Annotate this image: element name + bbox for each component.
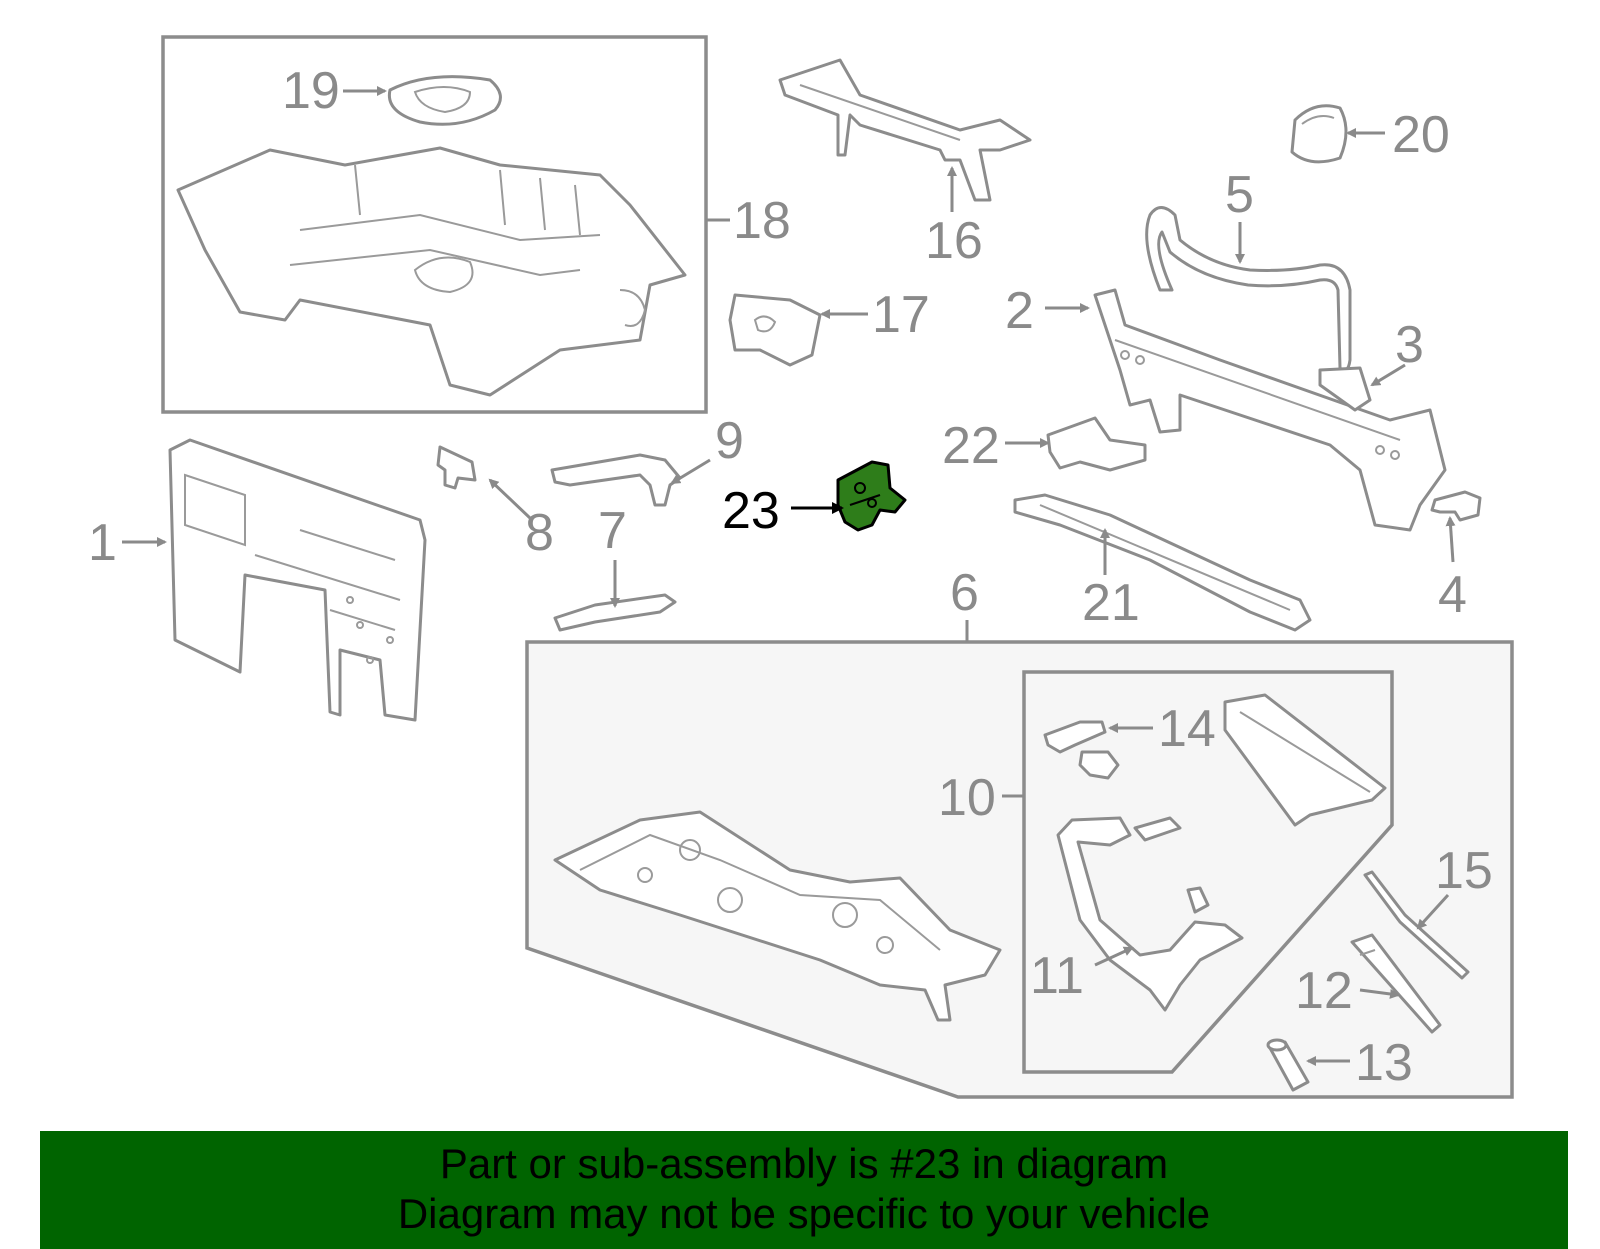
part-9-brace	[550, 453, 682, 507]
part-8-clip	[436, 445, 477, 490]
part-20-pad	[1290, 104, 1348, 164]
label-12: 12	[1295, 962, 1353, 1020]
label-3: 3	[1395, 316, 1424, 374]
part-5-harness	[1145, 206, 1352, 372]
label-16: 16	[925, 212, 983, 270]
info-banner: Part or sub-assembly is #23 in diagram D…	[40, 1131, 1568, 1249]
label-23: 23	[722, 482, 780, 540]
part-17-bracket	[728, 293, 822, 367]
label-22: 22	[942, 417, 1000, 475]
label-20: 20	[1392, 106, 1450, 164]
label-21: 21	[1082, 574, 1140, 632]
part-6-member	[553, 810, 1002, 1022]
label-14: 14	[1158, 700, 1216, 758]
part-19-cover	[387, 75, 502, 126]
label-6: 6	[950, 564, 979, 622]
part-13-bushing	[1266, 1038, 1310, 1092]
part-7-strip	[553, 593, 677, 632]
label-4: 4	[1438, 566, 1467, 624]
label-10: 10	[938, 769, 996, 827]
label-19: 19	[282, 62, 340, 120]
label-2: 2	[1005, 282, 1034, 340]
part-1-panel	[168, 438, 427, 722]
part-3-bracket	[1318, 366, 1372, 412]
label-5: 5	[1225, 166, 1254, 224]
banner-line-2: Diagram may not be specific to your vehi…	[397, 1190, 1211, 1237]
label-15: 15	[1435, 842, 1493, 900]
part-2-rear-panel	[1093, 288, 1447, 532]
leader-lines	[122, 86, 1456, 1066]
banner-line-1: Part or sub-assembly is #23 in diagram	[439, 1140, 1169, 1187]
group-box-6	[525, 640, 1514, 1099]
group-box-10	[1022, 670, 1394, 1074]
group-box-18	[161, 35, 708, 414]
part-16-crossmember	[778, 58, 1032, 202]
label-7: 7	[598, 502, 627, 560]
part-12-strut	[1350, 933, 1442, 1034]
part-23-bracket-highlighted	[836, 460, 907, 532]
label-11: 11	[1030, 947, 1084, 1005]
part-14-clips	[1043, 720, 1120, 780]
part-10-panel	[1223, 693, 1387, 827]
part-21-rail	[1013, 493, 1312, 632]
label-1: 1	[88, 514, 117, 572]
label-9: 9	[715, 412, 744, 470]
part-22-bracket	[1046, 416, 1147, 472]
part-18-trunk-floor	[176, 146, 687, 397]
part-15-strip	[1363, 870, 1470, 980]
label-8: 8	[525, 504, 554, 562]
part-4-bracket	[1430, 490, 1482, 522]
label-18: 18	[733, 192, 791, 250]
label-13: 13	[1355, 1034, 1413, 1092]
label-17: 17	[872, 286, 930, 344]
callout-labels: 19 18 16 20 5 17 2 3 22 21 4 1 8 9 7 23 …	[88, 62, 1493, 1092]
part-11-frame	[1056, 816, 1244, 1012]
